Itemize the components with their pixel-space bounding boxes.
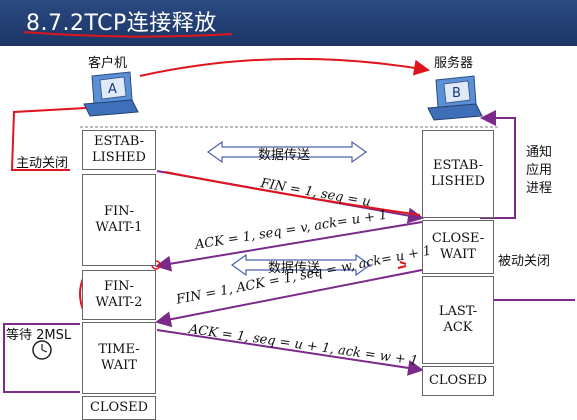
active-close-label: 主动关闭 <box>16 156 69 171</box>
client-letter: A <box>108 82 117 97</box>
slide-title: 8.7.2TCP连接释放 <box>26 11 217 36</box>
client-state-time-wait: TIME- WAIT <box>82 322 156 394</box>
notify-app-label: 通知 应用 进程 <box>526 145 553 196</box>
server-state-last-ack: LAST- ACK <box>422 276 494 364</box>
passive-close-label: 被动关闭 <box>498 254 551 269</box>
fin-ack-arrow <box>155 269 423 328</box>
client-to-server-pen-arrow <box>139 57 430 77</box>
client-state-closed: CLOSED <box>82 396 156 420</box>
notify-app-bracket <box>480 110 516 219</box>
fin-pen-overlay <box>164 171 421 216</box>
client-computer-icon <box>83 71 139 117</box>
data-transfer-arrow-1 <box>206 140 368 164</box>
server-state-closed: CLOSED <box>422 366 494 396</box>
clock-icon <box>32 340 52 360</box>
wait-2msl-label: 等待 2MSL <box>6 328 72 343</box>
passive-close-line <box>472 278 575 301</box>
server-label: 服务器 <box>434 56 474 71</box>
client-state-fin-wait-1: FIN- WAIT-1 <box>82 174 156 266</box>
pen-tick-2 <box>397 261 407 269</box>
client-state-fin-wait-2: FIN- WAIT-2 <box>82 270 156 320</box>
client-state-established: ESTAB- LISHED <box>82 130 156 170</box>
data-transfer-label-2: 数据传送 <box>268 261 321 276</box>
title-bar: 8.7.2TCP连接释放 <box>0 0 577 46</box>
client-label: 客户机 <box>88 56 128 71</box>
last-ack-arrow <box>156 329 424 376</box>
wait-2msl-bracket <box>3 323 80 393</box>
server-letter: B <box>452 86 461 101</box>
data-transfer-arrow-2 <box>230 253 372 277</box>
data-transfer-label-1: 数据传送 <box>258 148 311 163</box>
server-state-close-wait: CLOSE- WAIT <box>422 220 494 274</box>
ack-arrow <box>155 221 423 272</box>
active-close-pen-bracket <box>10 107 87 171</box>
title-underline <box>23 31 233 38</box>
server-state-established: ESTAB- LISHED <box>422 130 494 218</box>
server-computer-icon <box>427 75 483 121</box>
